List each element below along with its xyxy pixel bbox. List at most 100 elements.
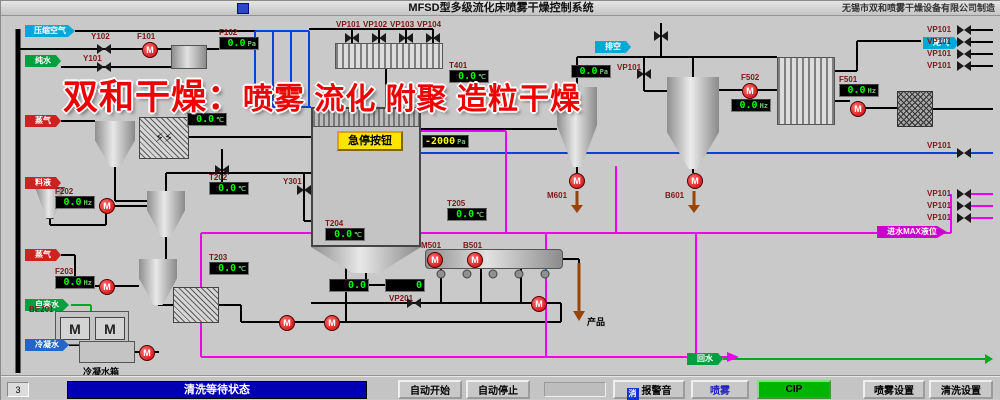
device-label: VP101 bbox=[927, 61, 952, 70]
status-bar: 清洗等待状态 bbox=[67, 381, 367, 399]
clean-settings-button[interactable]: 清洗设置 bbox=[929, 380, 993, 399]
valve-icon[interactable] bbox=[957, 61, 971, 71]
valve-icon[interactable] bbox=[957, 201, 971, 211]
valve-icon[interactable] bbox=[654, 31, 668, 41]
pump-icon[interactable]: M bbox=[99, 198, 115, 214]
valve-icon[interactable] bbox=[957, 25, 971, 35]
page-title: MFSD型多级流化床喷雾干燥控制系统 bbox=[408, 2, 594, 14]
device-label: F101 bbox=[137, 32, 156, 41]
device-label: F502 bbox=[741, 73, 760, 82]
device-label: VP103 bbox=[390, 20, 415, 29]
source-tag: 纯水 bbox=[25, 55, 61, 67]
source-tag: 排空 bbox=[595, 41, 631, 53]
valve-icon[interactable] bbox=[215, 165, 229, 175]
valve-icon[interactable] bbox=[426, 33, 440, 43]
device-label: VP101 bbox=[927, 25, 952, 34]
source-tag: 进水MAX液位 bbox=[877, 226, 947, 238]
source-tag: 尾气 bbox=[923, 37, 959, 49]
valve-icon[interactable] bbox=[957, 49, 971, 59]
pump-icon[interactable]: M bbox=[324, 315, 340, 331]
valve-icon[interactable] bbox=[957, 213, 971, 223]
valve-icon[interactable] bbox=[957, 148, 971, 158]
device-label: BE201 bbox=[29, 305, 54, 314]
device-label: VP101 bbox=[617, 63, 642, 72]
valve-icon[interactable] bbox=[297, 185, 311, 195]
watermark-brand-text: 双和干燥： bbox=[63, 78, 244, 117]
pump-icon[interactable]: M bbox=[142, 42, 158, 58]
cip-button[interactable]: CIP bbox=[757, 380, 831, 399]
manufacturer-text: 无锡市双和喷雾干燥设备有限公司制造 bbox=[841, 3, 995, 13]
source-tag: 自来水 bbox=[25, 299, 69, 311]
device-label: VP102 bbox=[363, 20, 388, 29]
emergency-stop-button[interactable]: 急停按钮 bbox=[337, 131, 403, 151]
motor-symbol: M bbox=[104, 321, 116, 337]
device-label: Y102 bbox=[91, 32, 110, 41]
bag-filter-1: ⚡⚡ bbox=[139, 117, 189, 159]
valve-icon[interactable] bbox=[345, 33, 359, 43]
pump-icon[interactable]: M bbox=[139, 345, 155, 361]
spray-settings-button[interactable]: 喷雾设置 bbox=[863, 380, 925, 399]
header-icon bbox=[237, 3, 249, 14]
pump-icon[interactable]: M bbox=[99, 279, 115, 295]
pump-icon[interactable]: M bbox=[742, 83, 758, 99]
source-tag: 回水 bbox=[687, 353, 723, 365]
valve-icon[interactable] bbox=[97, 44, 111, 54]
source-tag: 蒸气 bbox=[25, 249, 61, 261]
motor-box-1: M bbox=[60, 317, 90, 340]
pump-icon[interactable]: M bbox=[531, 296, 547, 312]
source-tag: 冷凝水 bbox=[25, 339, 69, 351]
device-label: VP201 bbox=[389, 294, 414, 303]
source-tag: 压缩空气 bbox=[25, 25, 75, 37]
valve-icon[interactable] bbox=[957, 37, 971, 47]
exhaust-filter-box bbox=[897, 91, 933, 127]
motor-box-2: M bbox=[95, 317, 125, 340]
drying-tower-body bbox=[311, 107, 421, 247]
pump-icon[interactable]: M bbox=[850, 101, 866, 117]
valve-icon[interactable] bbox=[97, 62, 111, 72]
heat-exchanger-baghouse bbox=[777, 57, 835, 125]
lightning-icon: ⚡⚡ bbox=[154, 130, 174, 145]
spray-button[interactable]: 喷雾 bbox=[691, 380, 749, 399]
be201-fan-unit: M M bbox=[55, 311, 129, 345]
device-label: VP101 bbox=[336, 20, 361, 29]
valve-icon[interactable] bbox=[407, 298, 421, 308]
page-indicator: 3 bbox=[7, 382, 29, 397]
pump-icon[interactable]: M bbox=[279, 315, 295, 331]
device-label: Y301 bbox=[283, 177, 302, 186]
pump-icon[interactable]: M bbox=[467, 252, 483, 268]
source-tag: 料液 bbox=[25, 177, 61, 189]
condensate-tank bbox=[79, 341, 135, 363]
pump-icon[interactable]: M bbox=[687, 173, 703, 189]
value-display: 0 bbox=[385, 279, 425, 292]
device-label: VP101 bbox=[927, 201, 952, 210]
device-label: 冷凝水箱 bbox=[83, 367, 120, 377]
device-label: VP101 bbox=[927, 49, 952, 58]
device-label: VP104 bbox=[417, 20, 442, 29]
valve-icon[interactable] bbox=[372, 33, 386, 43]
pump-icon[interactable]: M bbox=[569, 173, 585, 189]
auto-start-button[interactable]: 自动开始 bbox=[398, 380, 462, 399]
alarm-sound-button[interactable]: 消报警音 bbox=[613, 380, 685, 400]
valve-icon[interactable] bbox=[399, 33, 413, 43]
bag-filter-2 bbox=[173, 287, 219, 323]
value-display: 0.0 bbox=[329, 279, 369, 292]
device-label: M501 bbox=[421, 241, 442, 250]
valve-icon[interactable] bbox=[957, 189, 971, 199]
pump-icon[interactable]: M bbox=[427, 252, 443, 268]
valve-icon[interactable] bbox=[637, 69, 651, 79]
title-bar: MFSD型多级流化床喷雾干燥控制系统 无锡市双和喷雾干燥设备有限公司制造 bbox=[1, 1, 1000, 16]
air-heater-f102 bbox=[171, 45, 207, 69]
auto-stop-button[interactable]: 自动停止 bbox=[466, 380, 530, 399]
